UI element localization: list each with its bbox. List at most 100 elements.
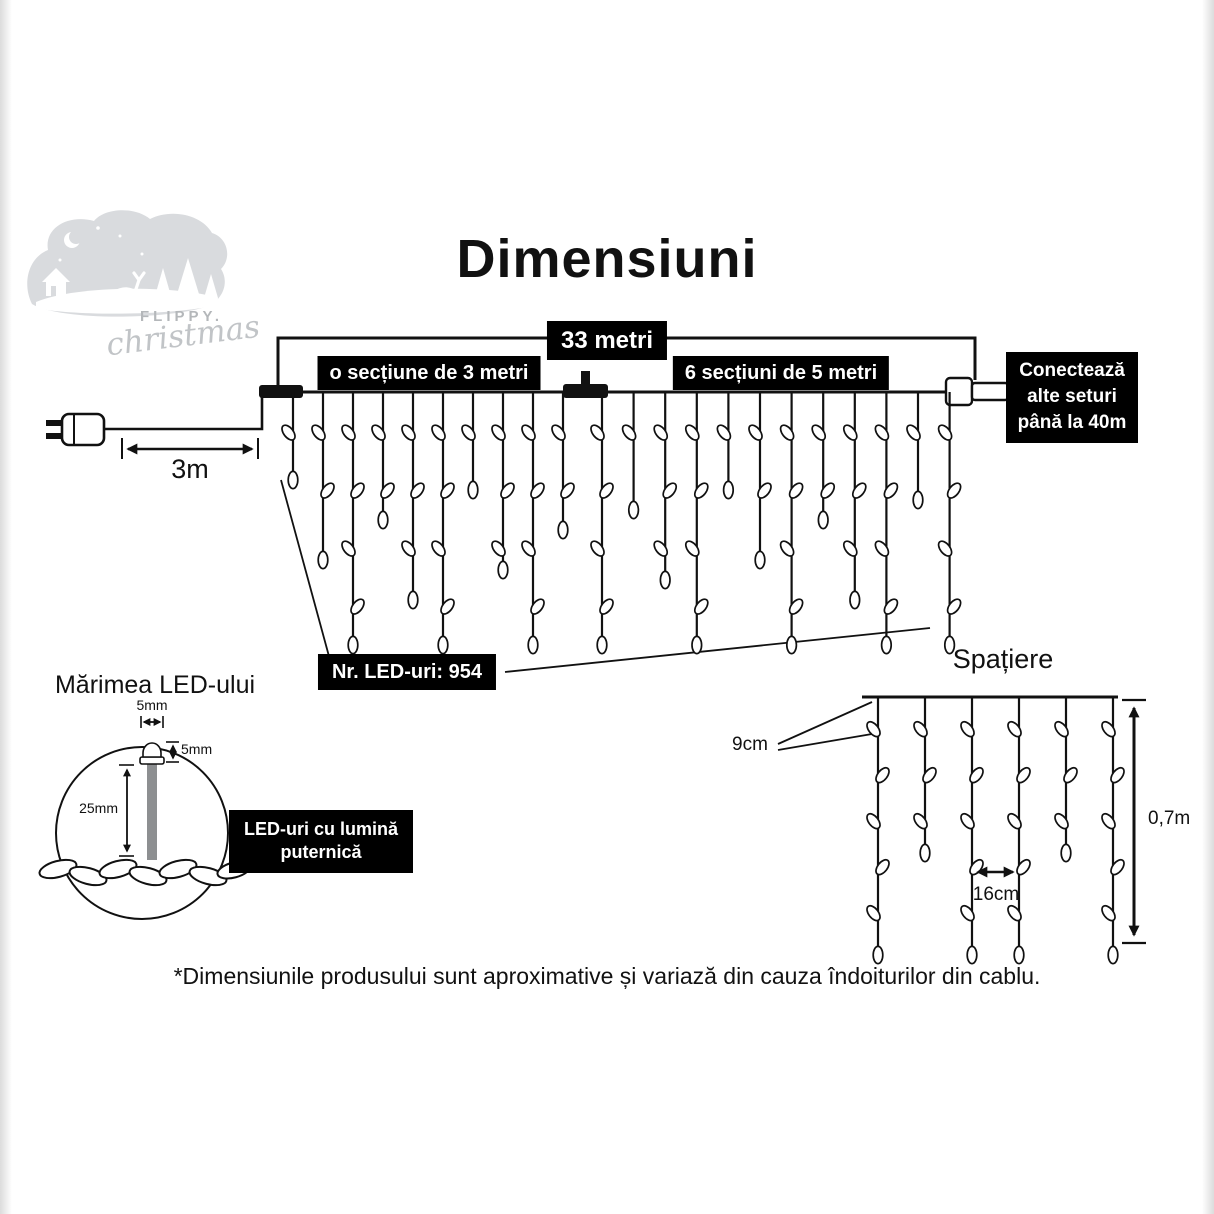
winter-scene-illustration xyxy=(27,210,228,317)
cable-connector-left xyxy=(259,385,303,398)
led-bulb xyxy=(684,424,700,441)
led-bulb xyxy=(659,570,671,590)
led-bulb xyxy=(440,598,455,615)
led-bulb xyxy=(842,540,858,557)
led-bulb xyxy=(467,480,479,500)
extension-connector-plug-icon xyxy=(970,381,1010,402)
led-bulb xyxy=(431,540,446,557)
led-bulb xyxy=(281,424,296,441)
led-bulb xyxy=(530,598,545,615)
led-bulb xyxy=(693,598,709,615)
led-bulb xyxy=(461,424,476,441)
led-bulb xyxy=(1107,945,1119,965)
bulb-height-arrow xyxy=(166,741,179,763)
led-bulb xyxy=(1007,904,1022,922)
led-bulb xyxy=(946,482,962,499)
led-bulb xyxy=(527,635,539,655)
led-bulb xyxy=(960,812,975,830)
led-bulb xyxy=(937,424,953,441)
led-bulb xyxy=(946,598,962,615)
led-bulb xyxy=(437,635,449,655)
led-bulb xyxy=(811,424,827,441)
led-bulb xyxy=(491,424,506,441)
led-bulb xyxy=(347,635,359,655)
led-brightness-callout: LED-uri cu lumină puternică xyxy=(229,810,413,873)
led-bulb xyxy=(883,482,899,499)
led-bulb xyxy=(1101,904,1116,922)
led-bulb xyxy=(913,720,928,738)
section-5m-label: 6 secțiuni de 5 metri xyxy=(672,356,890,390)
twisted-wire-icon xyxy=(38,858,252,887)
led-bulb xyxy=(906,424,921,441)
led-bulb xyxy=(785,635,798,655)
led-bulb xyxy=(551,424,566,441)
led-bulb xyxy=(560,482,575,499)
bulb-width-arrow xyxy=(140,716,164,728)
led-bulb xyxy=(820,482,836,499)
led-bulb xyxy=(748,424,763,441)
bulb-height-label: 5mm xyxy=(181,741,213,757)
led-bulb xyxy=(779,540,795,557)
led-gap-pointer-upper xyxy=(777,701,873,745)
led-bulb xyxy=(1007,720,1022,738)
led-bulb xyxy=(866,812,881,830)
led-bulb xyxy=(874,540,890,557)
led-size-title: Mărimea LED-ului xyxy=(54,671,256,699)
icicle-strands-section-3m xyxy=(281,392,575,655)
led-bulb xyxy=(874,424,890,441)
led-bulb xyxy=(684,540,700,557)
led-bulb xyxy=(530,482,545,499)
led-bulb xyxy=(960,720,975,738)
brand-logo: FLIPPY. christmas xyxy=(20,206,270,384)
led-bulb xyxy=(521,540,536,557)
led-bulb xyxy=(497,560,509,580)
led-bulb xyxy=(969,858,984,876)
power-plug-icon xyxy=(46,412,106,447)
led-bulb xyxy=(521,424,536,441)
led-bulb xyxy=(851,482,867,499)
led-bulb xyxy=(693,482,709,499)
lead-cable xyxy=(104,396,264,431)
led-bulb xyxy=(341,424,356,441)
led-bulb xyxy=(960,904,975,922)
led-bulb xyxy=(590,540,605,557)
connect-note-label: Conectează alte seturi până la 40m xyxy=(1006,352,1138,443)
led-bulb xyxy=(788,598,804,615)
led-bulb xyxy=(653,540,669,557)
led-bulb xyxy=(943,635,956,655)
led-bulb xyxy=(969,766,984,784)
led-bulb xyxy=(1016,858,1031,876)
led-bulb xyxy=(880,635,893,655)
led-bulb xyxy=(653,424,669,441)
led-bulb xyxy=(341,540,356,557)
brand-name: FLIPPY. xyxy=(140,308,224,325)
led-bulb xyxy=(440,482,455,499)
led-bulb xyxy=(913,812,928,830)
led-bulb xyxy=(350,598,365,615)
led-bulb xyxy=(1110,766,1125,784)
led-count-label: Nr. LED-uri: 954 xyxy=(317,654,497,690)
led-bulb xyxy=(872,945,884,965)
led-bulb xyxy=(691,635,703,655)
led-bulb xyxy=(722,480,735,500)
led-bulb xyxy=(320,482,335,499)
bulb-length-label: 25mm xyxy=(79,800,118,816)
cable-connector-mid-tab xyxy=(581,371,590,386)
spacing-title: Spațiere xyxy=(952,644,1054,674)
led-bulb xyxy=(716,424,732,441)
led-bulb xyxy=(1016,766,1031,784)
led-bulb xyxy=(287,470,299,490)
lead-length-arrow xyxy=(121,438,259,459)
led-bulb xyxy=(757,482,772,499)
led-bulb xyxy=(883,598,899,615)
led-bulb xyxy=(1060,843,1072,863)
spacing-strands xyxy=(866,697,1125,965)
led-bulb xyxy=(1101,812,1116,830)
led-bulb xyxy=(401,424,416,441)
led-bulb xyxy=(662,482,678,499)
led-count-pointer-left xyxy=(280,479,331,661)
house-icon xyxy=(42,268,70,296)
bulb-width-label: 5mm xyxy=(136,697,168,713)
led-bulb xyxy=(937,540,953,557)
led-bulb xyxy=(866,904,881,922)
